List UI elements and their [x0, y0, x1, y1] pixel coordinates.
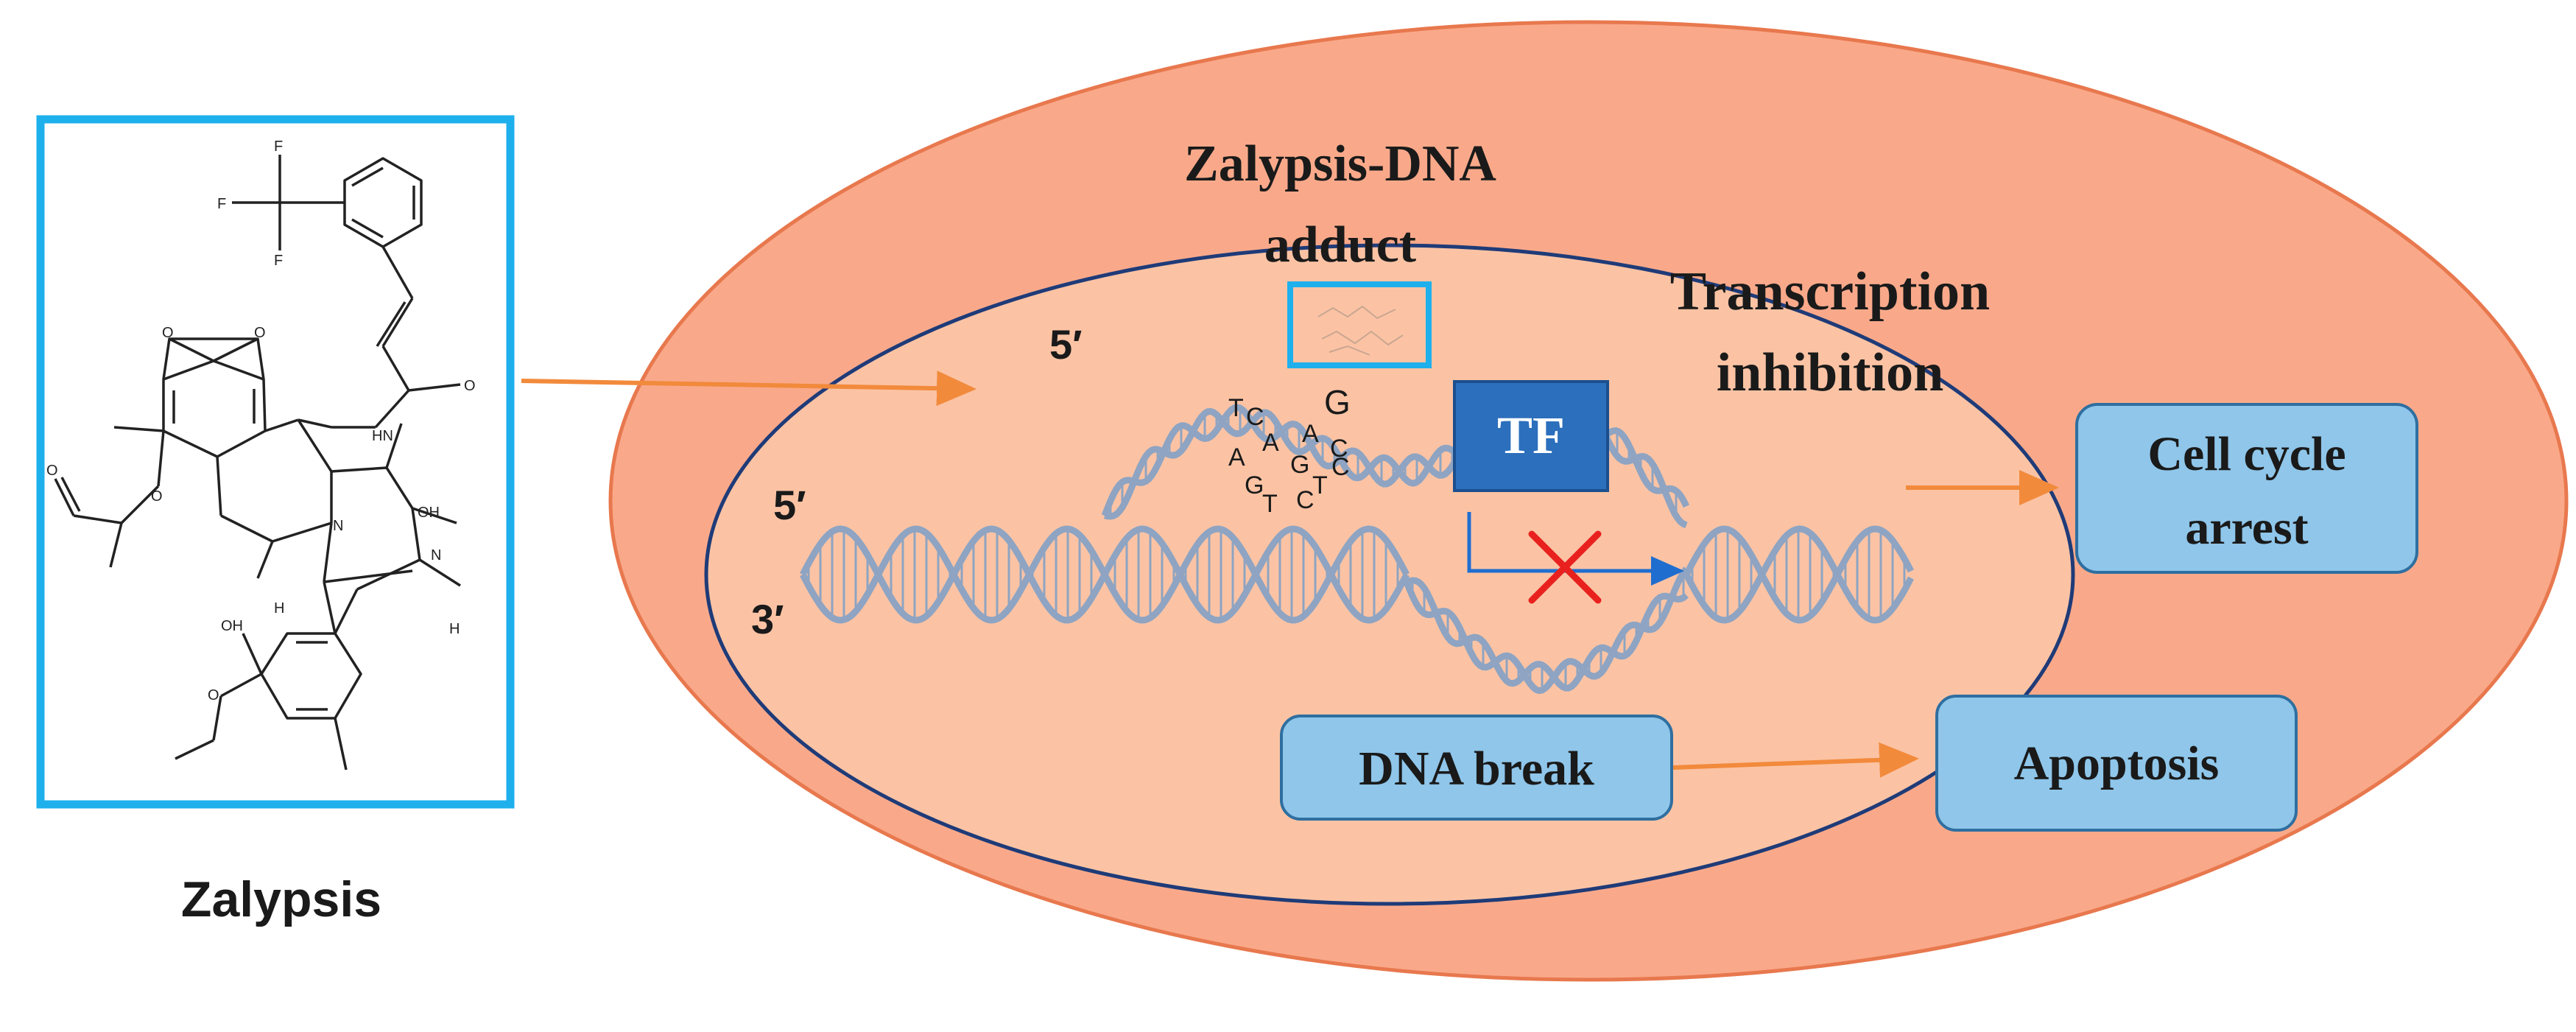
atom-oh-top: OH [418, 505, 440, 521]
atom-o-acetyl-top: O [46, 463, 58, 479]
atom-h1: H [274, 600, 284, 617]
base-letter: A [1302, 420, 1319, 448]
drug-name-label: Zalypsis [181, 871, 381, 927]
dna-helix-group [800, 404, 1914, 695]
adduct-label-line2: adduct [1264, 217, 1416, 273]
nucleus-ellipse [704, 243, 2075, 906]
apoptosis-box [1935, 695, 2298, 832]
base-letter: T [1312, 471, 1328, 499]
dna-duplex-left [800, 525, 1410, 624]
transcription-arrow [1467, 512, 1684, 586]
atom-f1: F [274, 138, 283, 155]
base-letter: G [1245, 471, 1264, 499]
arrow-to-apoptosis [1672, 742, 1919, 778]
atom-o-diox2: O [254, 325, 266, 341]
transcription-factor-label: TF [1497, 406, 1565, 465]
unpaired-bases: T C A A G G C A G T C T C [1228, 383, 1351, 518]
cell-cycle-arrest-box [2075, 403, 2418, 574]
base-letter: A [1228, 443, 1245, 471]
dna-break-label: DNA break [1359, 742, 1594, 796]
base-letter: G [1290, 451, 1309, 479]
atom-n-ring: N [333, 518, 343, 534]
adduct-mini-structure [1317, 305, 1404, 356]
entry-arrow [521, 371, 976, 407]
strand-5prime-top: 5′ [1049, 321, 1083, 368]
atom-oh-phenol: OH [221, 618, 243, 634]
atom-h2: H [449, 621, 460, 637]
base-letter: T [1228, 394, 1244, 422]
apoptosis-label: Apoptosis [2014, 737, 2220, 790]
adduct-box [1287, 281, 1432, 368]
atom-o-carbonyl: O [464, 378, 476, 394]
base-letter: A [1262, 429, 1279, 457]
atom-nh: HN [372, 428, 393, 444]
dna-strand [1683, 525, 1914, 624]
transcription-label-line1: Transcription [1670, 261, 1990, 322]
transcription-label-line2: inhibition [1717, 343, 1944, 403]
transcription-factor-box [1453, 380, 1609, 492]
dna-break-box [1280, 715, 1673, 821]
inhibition-cross-icon [1528, 530, 1602, 604]
zalypsis-chemical-structure [54, 155, 461, 771]
atom-f2: F [274, 253, 283, 269]
base-letter: G [1324, 383, 1351, 421]
base-letter: T [1262, 490, 1278, 518]
zalypsis-structure-frame [36, 115, 515, 809]
atom-o-methoxy: O [208, 687, 219, 703]
zalypsis-atom-labels: F F F O HN OH N N H H OH O O O O O [46, 138, 476, 703]
dna-duplex-right [1683, 525, 1914, 624]
cell-cycle-label-line2: arrest [2185, 501, 2308, 555]
atom-o-acetyl: O [151, 488, 163, 505]
dna-lower-strand [1403, 566, 1689, 695]
base-letter: C [1330, 435, 1348, 463]
atom-o-diox1: O [162, 325, 174, 341]
cell-cycle-label-line1: Cell cycle [2147, 427, 2346, 481]
atom-f3: F [217, 196, 226, 212]
dna-strand [1683, 525, 1914, 624]
strand-5prime: 5′ [773, 482, 806, 528]
atom-n-methyl: N [431, 547, 441, 564]
base-letter: C [1296, 486, 1315, 514]
dna-strand [1405, 577, 1689, 692]
adduct-label-line1: Zalypsis-DNA [1184, 136, 1496, 192]
strand-3prime: 3′ [751, 596, 784, 642]
base-letter: C [1246, 403, 1264, 431]
base-letter: C [1331, 453, 1350, 481]
dna-strand [800, 525, 1410, 624]
